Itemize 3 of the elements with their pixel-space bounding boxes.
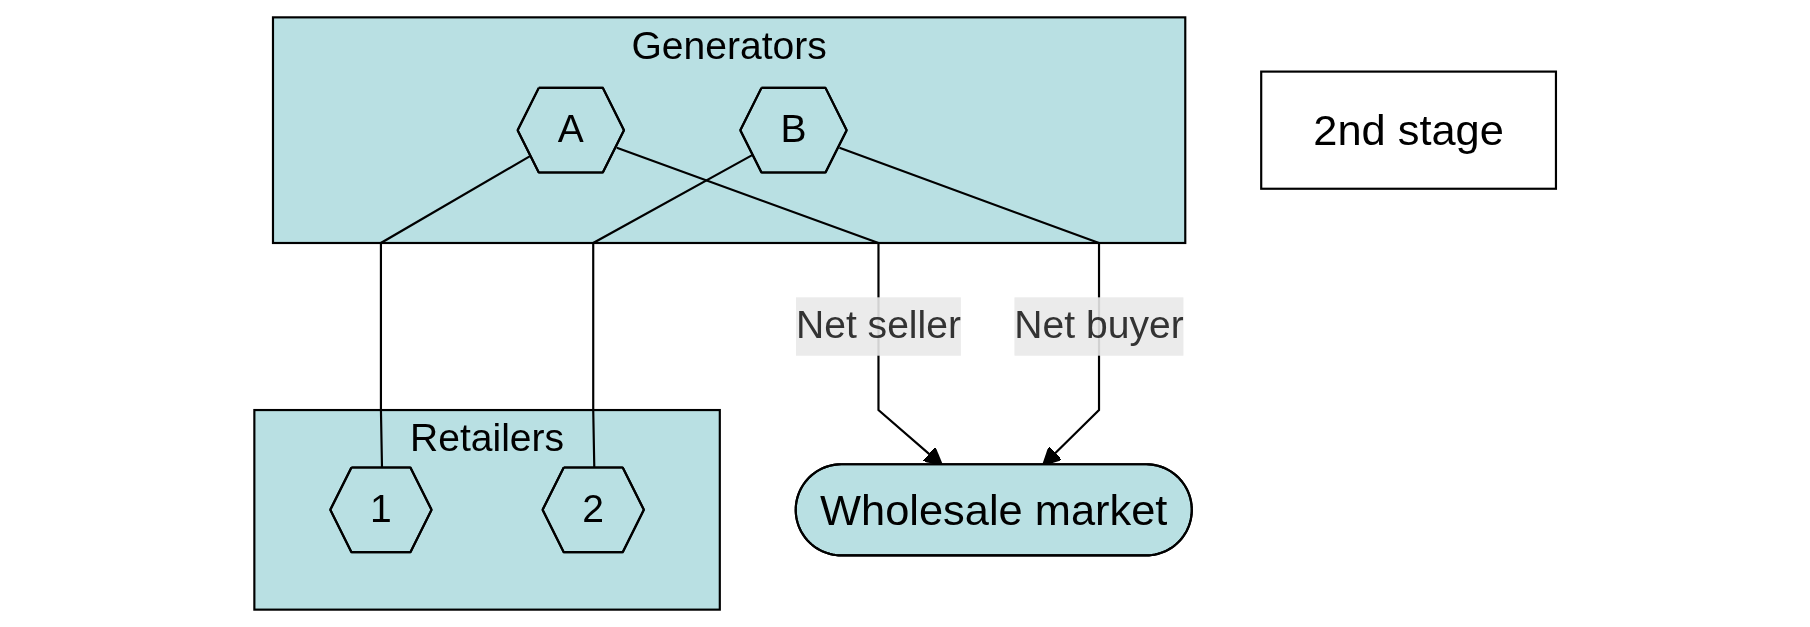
edge-label: Net seller: [795, 303, 961, 348]
node-box: 2nd stage: [1259, 70, 1557, 190]
edge-label: Net buyer: [1014, 303, 1184, 348]
